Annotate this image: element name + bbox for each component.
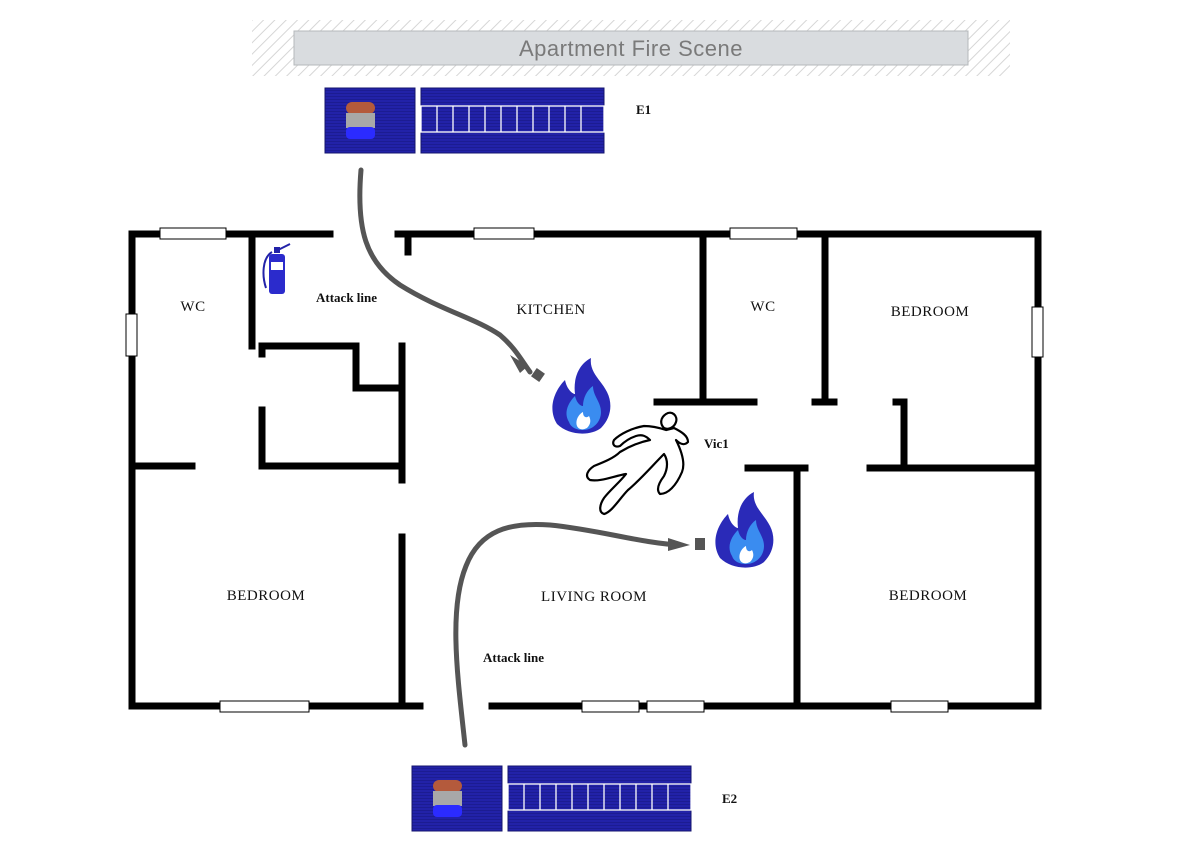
engine-label-e1: E1 bbox=[636, 102, 651, 117]
hose-nozzle-icon bbox=[695, 538, 705, 550]
attack-line-hose-2 bbox=[453, 521, 705, 748]
room-label-kitchen: KITCHEN bbox=[516, 302, 585, 318]
attack-line-hose-1 bbox=[357, 167, 545, 382]
title-block: Apartment Fire Scene bbox=[252, 20, 1010, 76]
room-label-wc-left: WC bbox=[180, 299, 205, 315]
attack-line-label-1: Attack line bbox=[316, 290, 377, 305]
room-label-living-room: LIVING ROOM bbox=[541, 589, 647, 605]
room-label-bedroom-top-right: BEDROOM bbox=[891, 304, 970, 320]
room-label-wc-right: WC bbox=[750, 299, 775, 315]
fire-extinguisher-icon bbox=[262, 243, 291, 294]
fire-icon bbox=[715, 492, 774, 568]
ladder-icon bbox=[507, 765, 692, 832]
fire-icon bbox=[552, 358, 611, 434]
windows bbox=[125, 227, 1044, 713]
attack-line-label-2: Attack line bbox=[483, 650, 544, 665]
ladder-icon bbox=[420, 87, 605, 154]
room-label-bedroom-bottom-right: BEDROOM bbox=[889, 588, 968, 604]
hose-nozzle-icon bbox=[531, 368, 545, 382]
fire-engine-e2 bbox=[411, 765, 692, 832]
body-outline-icon bbox=[585, 411, 690, 516]
fire-engine-e1 bbox=[324, 87, 605, 154]
fire-engine-icon bbox=[411, 765, 503, 832]
fire-engine-icon bbox=[324, 87, 416, 154]
engine-label-e2: E2 bbox=[722, 791, 737, 806]
page-title: Apartment Fire Scene bbox=[519, 36, 743, 61]
victim-label: Vic1 bbox=[704, 436, 729, 451]
room-label-bedroom-left: BEDROOM bbox=[227, 588, 306, 604]
